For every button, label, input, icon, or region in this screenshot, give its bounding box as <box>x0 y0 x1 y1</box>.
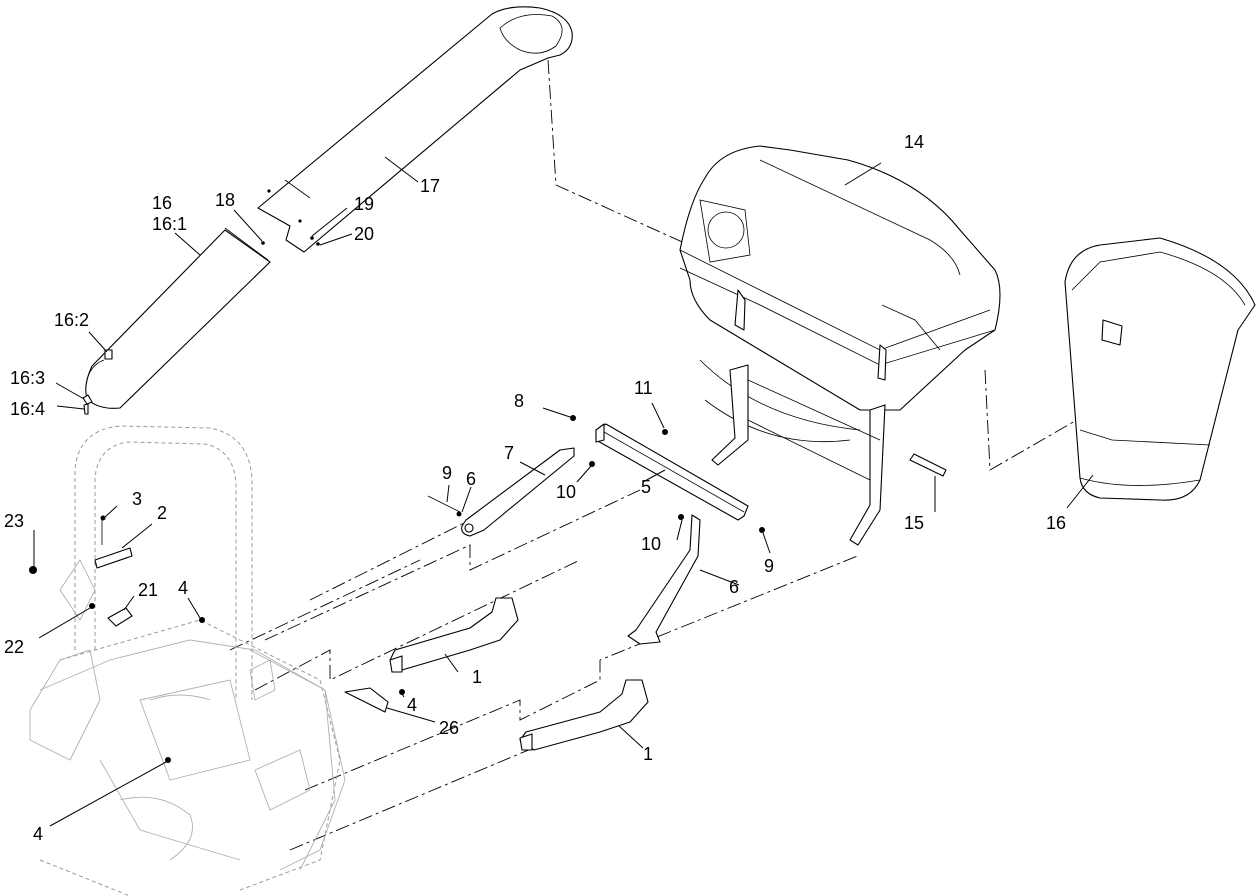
callout-16-1: 16:1 <box>152 214 187 234</box>
support-bracket-right <box>627 514 701 645</box>
support-bracket-left <box>461 447 575 537</box>
upper-discharge-tube <box>257 6 573 253</box>
hardware-fasteners <box>29 415 765 763</box>
chute-hardware <box>82 236 320 415</box>
grass-bag <box>1064 237 1256 501</box>
mounting-bracket-upper <box>389 597 519 673</box>
callout-16-3: 16:3 <box>10 368 45 388</box>
callout-10-lower: 9 <box>764 556 774 576</box>
callout-19: 19 <box>354 194 374 214</box>
callout-4-lower: 4 <box>33 824 43 844</box>
callout-26: 26 <box>439 718 459 738</box>
callout-1-lower: 1 <box>643 744 653 764</box>
callout-23: 23 <box>4 511 24 531</box>
mounting-cross-bar <box>595 423 749 521</box>
callout-16: 16 <box>152 193 172 213</box>
callout-9: 9 <box>442 463 452 483</box>
callout-labels: 14 17 16 16:1 18 19 20 16:2 16:3 16:4 8 … <box>4 132 1066 844</box>
callout-2: 2 <box>157 503 167 523</box>
callout-1-upper: 1 <box>472 667 482 687</box>
callout-11-lower: 10 <box>641 534 661 554</box>
callout-12: 11 <box>634 378 653 398</box>
bagger-housing <box>679 145 1001 546</box>
callout-17: 17 <box>420 176 440 196</box>
callout-18: 18 <box>215 190 235 210</box>
callout-5: 5 <box>641 477 651 497</box>
callout-10-upper: 8 <box>514 391 524 411</box>
shim-plate <box>344 687 389 713</box>
callout-16-2: 16:2 <box>54 310 89 330</box>
lock-pin <box>909 453 947 477</box>
callout-7: 7 <box>504 443 514 463</box>
lower-discharge-tube <box>85 227 271 409</box>
strap <box>94 547 133 569</box>
callout-8: 6 <box>466 469 476 489</box>
mounting-bracket-lower <box>519 679 649 751</box>
callout-20: 20 <box>354 224 374 244</box>
callout-13: 14 <box>904 132 924 152</box>
callout-16-4: 16:4 <box>10 399 45 419</box>
callout-22: 22 <box>4 637 24 657</box>
pin <box>107 607 133 627</box>
callout-6: 6 <box>729 577 739 597</box>
callout-3: 3 <box>132 489 142 509</box>
callout-15: 16 <box>1046 513 1066 533</box>
callout-14: 15 <box>904 513 924 533</box>
callout-21: 21 <box>138 580 158 600</box>
leader-lines <box>33 156 1094 827</box>
callout-11-upper: 10 <box>556 482 576 502</box>
callout-4-middle: 4 <box>407 695 417 715</box>
callout-4-upper: 4 <box>178 578 188 598</box>
tractor-frame-ghost <box>29 425 346 896</box>
